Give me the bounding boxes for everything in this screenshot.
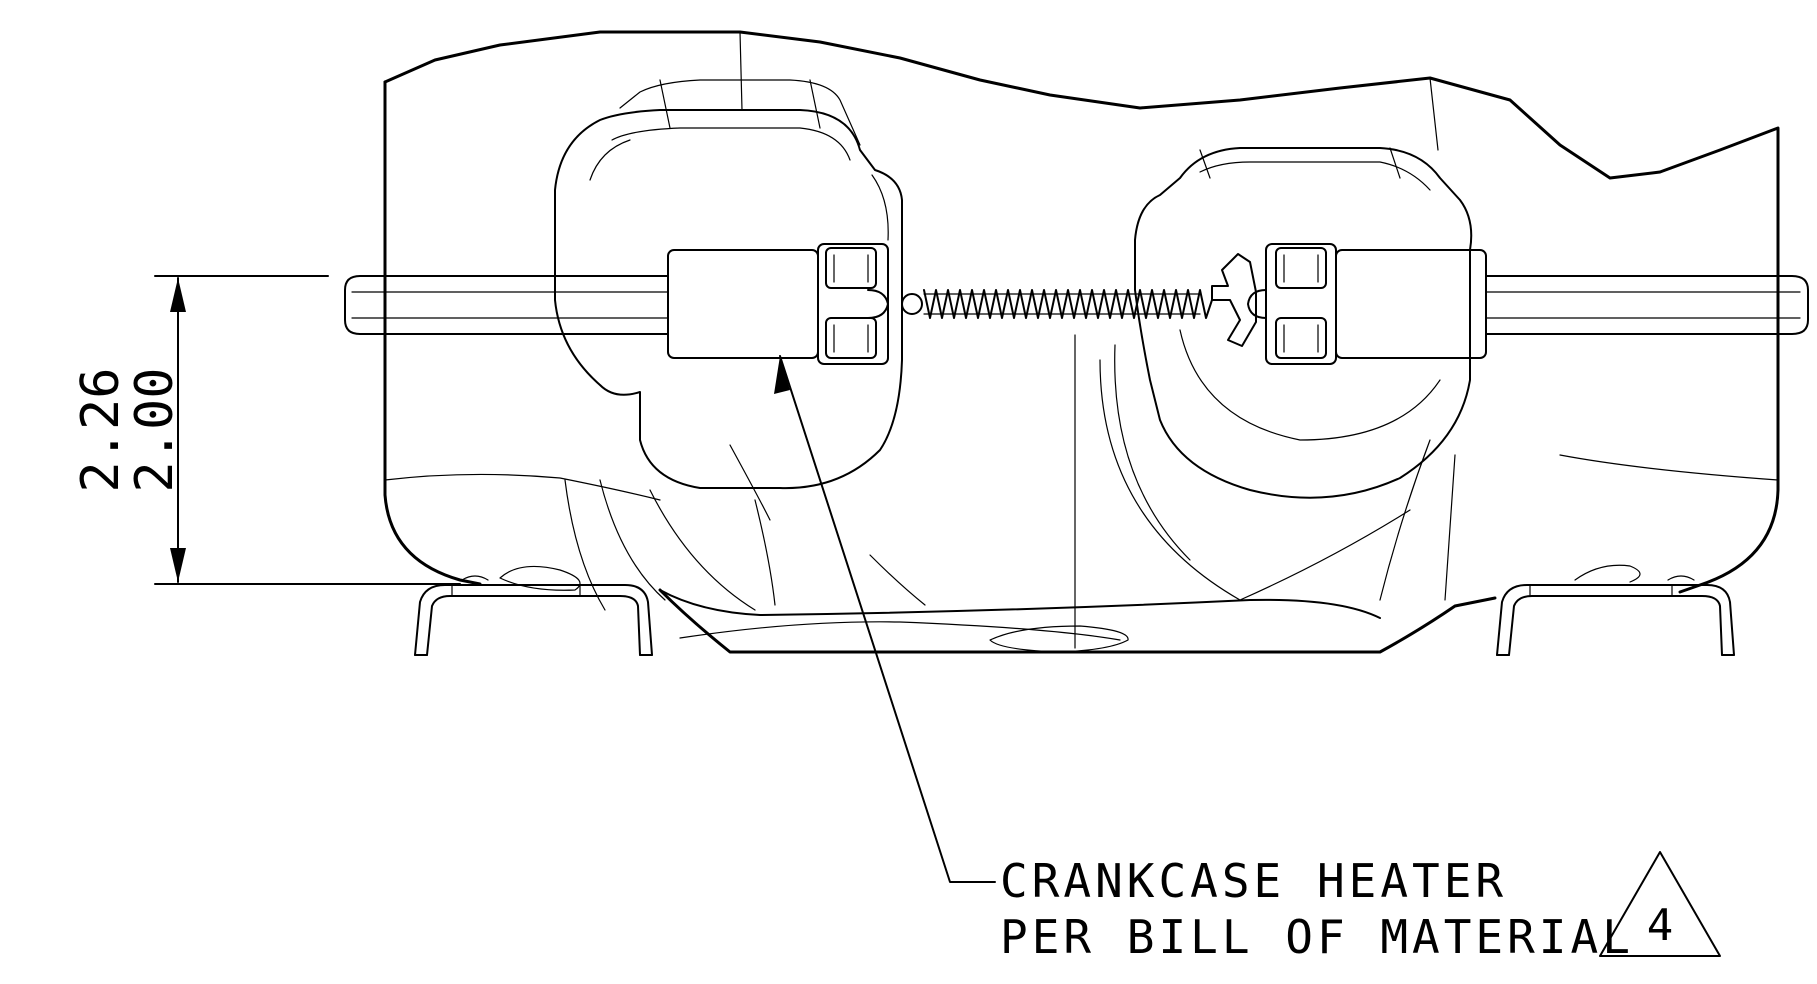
dimension-lines [154,275,461,585]
tension-spring [923,289,1213,319]
revision-triangle [1599,851,1721,957]
dimension-inner: 2.00 [125,367,185,492]
left-mounting-foot [414,575,653,656]
right-heater-clamp [1211,243,1487,365]
compressor-body [383,30,1780,654]
callout-line-1: CRANKCASE HEATER [1000,854,1507,908]
callout-line-2: PER BILL OF MATERIAL [1000,910,1634,964]
callout-leader [774,355,996,883]
heater-band [344,275,1809,335]
dimension-arrow-bottom [170,548,186,582]
dimension-arrow-top [170,278,186,312]
dimension-outer: 2.26 [71,367,131,492]
left-heater-clamp [667,243,923,365]
right-mounting-foot [1496,575,1735,656]
leader-arrowhead [774,356,790,394]
right-port-boss [1134,147,1473,499]
left-port-boss [554,79,903,490]
revision-number: 4 [1647,900,1674,951]
